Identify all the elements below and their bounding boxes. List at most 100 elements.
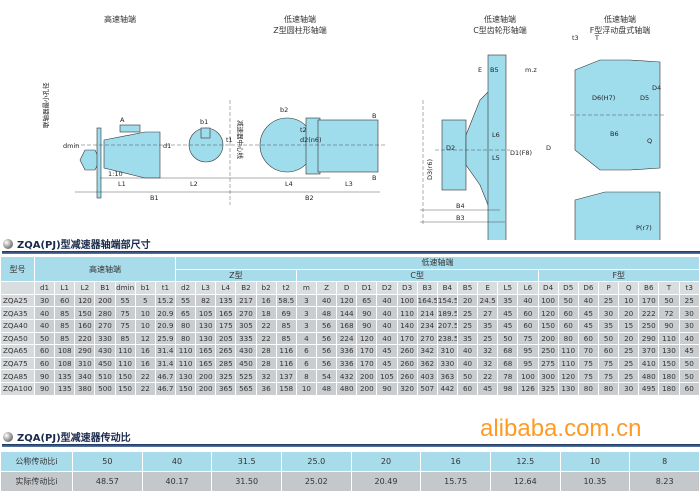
label-b1: b1 (200, 118, 208, 126)
label-D6: D6(H7) (592, 94, 615, 102)
value-cell: 46.7 (154, 369, 176, 383)
value-cell: 270 (416, 331, 438, 346)
value-cell: 189.5 (436, 306, 458, 320)
value-cell: 85 (114, 331, 136, 346)
caption-line: F型浮动盘式轴端 (589, 26, 651, 35)
value-cell: 68 (497, 344, 519, 358)
value-cell: 85 (54, 306, 76, 320)
value-cell: 430 (235, 344, 257, 358)
symbol-header: T (658, 281, 680, 295)
value-cell: 120 (557, 369, 579, 383)
value-cell: 342 (416, 344, 438, 358)
value-cell: 12 (134, 331, 156, 346)
value-cell: 70 (577, 344, 599, 358)
value-cell: 22 (255, 331, 277, 346)
label-E: E (478, 66, 482, 74)
value-cell: 5 (134, 293, 156, 308)
label-D5: D5 (640, 94, 649, 102)
model-cell: ZQA85 (0, 369, 35, 383)
label-P: P(r7) (636, 224, 652, 232)
value-cell: 85 (275, 331, 297, 346)
value-cell: 50 (557, 293, 579, 308)
value-cell: 410 (638, 356, 660, 371)
value-cell: 6 (295, 344, 317, 358)
caption-line: C型齿轮形轴端 (473, 26, 527, 35)
value-cell: 150 (658, 356, 680, 371)
value-cell: 170 (396, 331, 418, 346)
symbol-header: m (295, 281, 317, 295)
z-type-shaft-drawing (259, 117, 379, 175)
value-cell: 165 (195, 344, 217, 358)
actual-ratio-cell: 20.49 (350, 471, 422, 492)
label-t1: t1 (226, 136, 233, 144)
value-cell: 120 (537, 306, 559, 320)
label-D3: D3(r6) (426, 159, 434, 180)
actual-ratio-cell: 12.64 (489, 471, 561, 492)
value-cell: 130 (195, 318, 217, 333)
label-D4: D4 (652, 84, 661, 92)
model-cell: ZQA25 (0, 293, 35, 308)
value-cell: 20.9 (154, 318, 176, 333)
symbol-header: dmin (114, 281, 136, 295)
value-cell: 285 (215, 356, 237, 371)
value-cell: 510 (94, 369, 116, 383)
label-A: A (120, 116, 125, 124)
value-cell: 25 (456, 306, 479, 320)
value-cell: 290 (638, 331, 660, 346)
value-cell: 170 (638, 293, 660, 308)
value-cell: 200 (195, 381, 217, 396)
value-cell: 224 (336, 331, 358, 346)
value-cell: 75 (517, 331, 539, 346)
value-cell: 135 (54, 381, 76, 396)
value-cell: 200 (537, 331, 559, 346)
value-cell: 40 (517, 293, 539, 308)
symbol-header: d2 (174, 281, 197, 295)
label-B1: B1 (150, 194, 159, 202)
model-cell: ZQA40 (0, 318, 35, 333)
caption-high-speed: 高速轴端 (104, 15, 136, 24)
value-cell: 32 (477, 344, 499, 358)
bullet-icon (3, 238, 13, 249)
bullet-icon (3, 431, 13, 442)
value-cell: 68 (497, 356, 519, 371)
symbol-header: Z (315, 281, 338, 295)
value-cell: 90 (33, 381, 56, 396)
model-cell: ZQA65 (0, 344, 35, 358)
value-cell: 250 (537, 344, 559, 358)
value-cell: 90 (356, 318, 378, 333)
value-cell: 54 (315, 369, 338, 383)
value-cell: 100 (537, 293, 559, 308)
value-cell: 80 (174, 318, 197, 333)
value-cell: 56 (315, 318, 338, 333)
value-cell: 69 (275, 306, 297, 320)
value-cell: 25 (618, 369, 640, 383)
symbol-header: b2 (255, 281, 277, 295)
value-cell: 78 (497, 369, 519, 383)
symbol-header: D (336, 281, 358, 295)
value-cell: 31.4 (154, 344, 176, 358)
value-cell: 75 (597, 369, 620, 383)
symbol-header: D5 (557, 281, 579, 295)
value-cell: 120 (336, 293, 358, 308)
value-cell: 60 (597, 344, 620, 358)
value-cell: 214 (416, 306, 438, 320)
value-cell: 565 (235, 381, 257, 396)
value-cell: 80 (577, 381, 599, 396)
value-cell: 126 (517, 381, 539, 396)
value-cell: 220 (74, 331, 96, 346)
value-cell: 450 (235, 356, 257, 371)
value-cell: 15 (618, 318, 640, 333)
symbol-header: L6 (517, 281, 539, 295)
value-cell: 305 (235, 318, 257, 333)
value-cell: 260 (396, 369, 418, 383)
model-cell: ZQA75 (0, 356, 35, 371)
value-cell: 20.9 (154, 306, 176, 320)
value-cell: 40 (678, 331, 700, 346)
symbol-header: t3 (678, 281, 700, 295)
value-cell: 55 (114, 293, 136, 308)
value-cell: 154.5 (436, 293, 458, 308)
